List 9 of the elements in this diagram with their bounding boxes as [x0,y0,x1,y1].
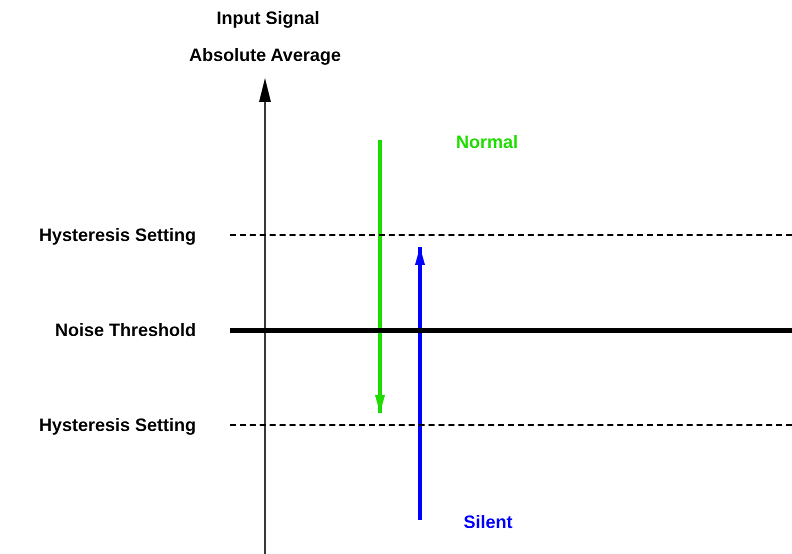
state-label: Silent [464,513,512,531]
arrow [374,140,386,413]
arrow [414,247,426,520]
line-label: Hysteresis Setting [38,226,196,244]
state-label: Normal [456,133,518,151]
line-label: Hysteresis Setting [38,416,196,434]
line-label: Noise Threshold [54,321,196,339]
axis-label: Absolute Average [189,46,341,64]
axis-label: Input Signal [216,9,320,27]
